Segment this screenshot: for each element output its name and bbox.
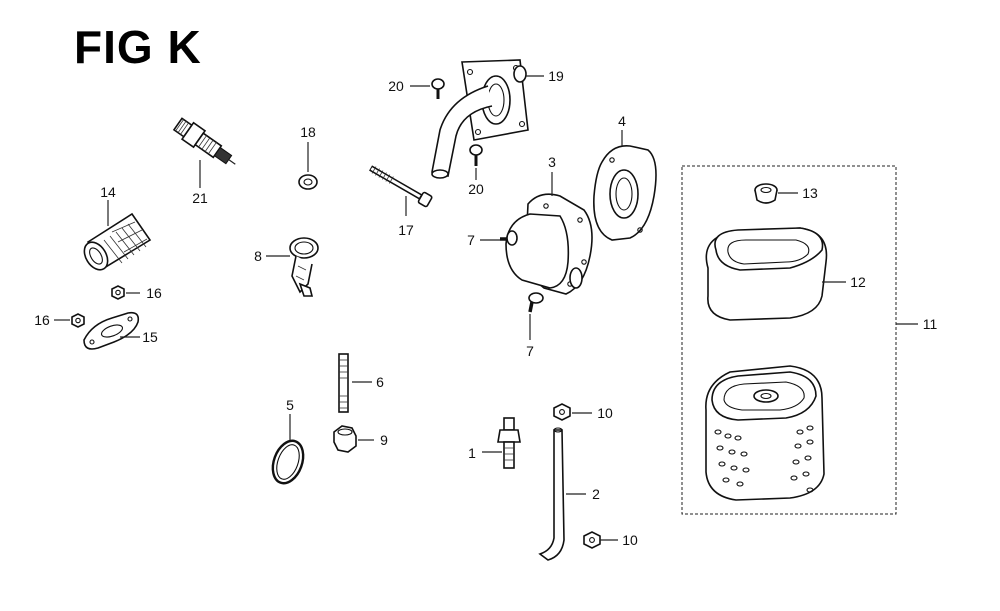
- callout-10-lower: 10: [622, 532, 638, 548]
- callout-17: 17: [398, 222, 414, 238]
- part-16-nut-lower[interactable]: [71, 313, 85, 328]
- part-10-clip-upper[interactable]: [553, 403, 571, 421]
- callout-1: 1: [468, 445, 476, 461]
- callout-5: 5: [286, 397, 294, 413]
- part-11-filter-element[interactable]: [705, 365, 825, 501]
- callout-11: 11: [923, 316, 938, 332]
- part-2-hose[interactable]: [538, 427, 565, 561]
- part-21-spark-plug[interactable]: [172, 116, 241, 173]
- callout-12: 12: [850, 274, 866, 290]
- part-8-clamp[interactable]: [289, 237, 319, 297]
- part-18-washer[interactable]: [298, 174, 318, 190]
- part-10-clip-lower[interactable]: [583, 531, 601, 549]
- part-4-gasket-ring[interactable]: [593, 145, 657, 241]
- part-9-nut[interactable]: [333, 425, 357, 453]
- part-17-bolt[interactable]: [368, 163, 433, 208]
- callout-8: 8: [254, 248, 262, 264]
- callout-6: 6: [376, 374, 384, 390]
- part-12-pre-filter[interactable]: [705, 227, 828, 321]
- callout-16-lower: 16: [34, 312, 50, 328]
- part-19-breather-elbow[interactable]: [431, 59, 529, 179]
- callout-10-upper: 10: [597, 405, 613, 421]
- callout-19: 19: [548, 68, 564, 84]
- callout-20-upper: 20: [388, 78, 404, 94]
- callout-13: 13: [802, 185, 818, 201]
- callout-14: 14: [100, 184, 116, 200]
- part-13-grommet[interactable]: [754, 183, 778, 204]
- part-6-stud[interactable]: [338, 353, 349, 413]
- callout-16-upper: 16: [146, 285, 162, 301]
- part-20-screw-lower[interactable]: [469, 144, 483, 166]
- figure-title: FIG K: [74, 21, 202, 73]
- callout-21: 21: [192, 190, 208, 206]
- part-20-screw-upper[interactable]: [431, 78, 445, 99]
- part-7-bolt-upper[interactable]: [500, 230, 518, 246]
- part-15-gasket[interactable]: [83, 311, 140, 350]
- part-11-assembly-box[interactable]: [681, 165, 897, 515]
- part-14-intake-tube[interactable]: [80, 212, 152, 274]
- part-3-air-cleaner-case[interactable]: [505, 193, 593, 295]
- part-7-bolt-lower[interactable]: [528, 292, 544, 313]
- callout-18: 18: [300, 124, 316, 140]
- callout-7-upper: 7: [467, 232, 475, 248]
- callout-7-lower: 7: [526, 343, 534, 359]
- part-1-nipple[interactable]: [497, 417, 521, 469]
- callout-3: 3: [548, 154, 556, 170]
- part-5-o-ring[interactable]: [267, 437, 308, 488]
- part-16-nut-upper[interactable]: [111, 285, 125, 300]
- callout-4: 4: [618, 113, 626, 129]
- callout-9: 9: [380, 432, 388, 448]
- callout-20-lower: 20: [468, 181, 484, 197]
- callout-2: 2: [592, 486, 600, 502]
- callout-15: 15: [142, 329, 158, 345]
